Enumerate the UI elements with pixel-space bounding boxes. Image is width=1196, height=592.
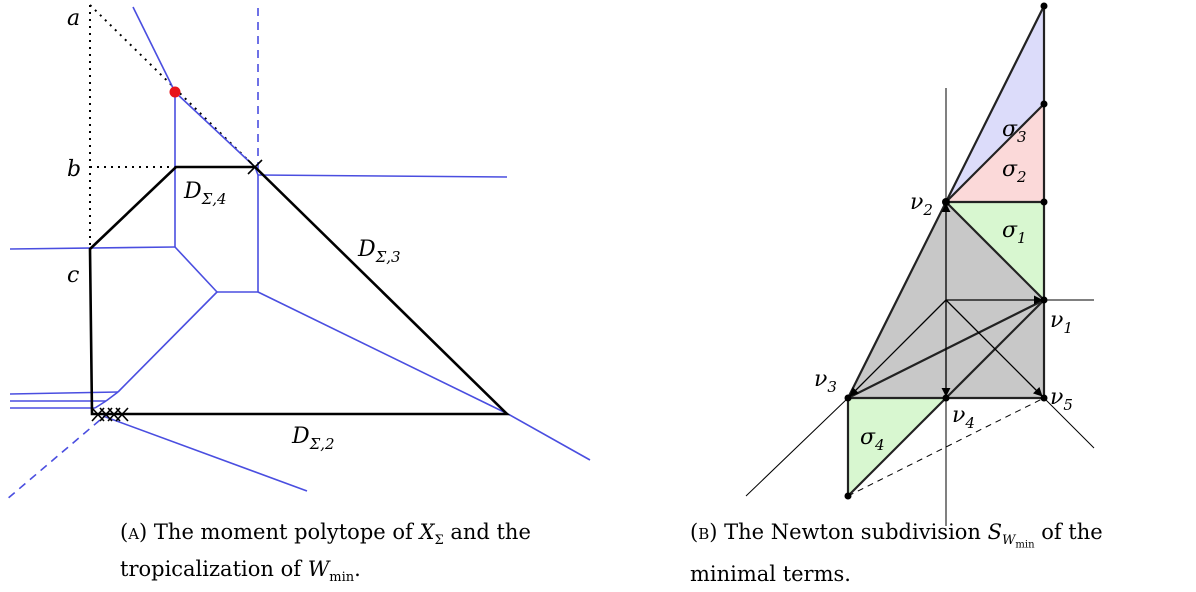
- label-sigma-1: σ1: [1002, 218, 1027, 247]
- caption-a: (a) The moment polytope of XΣ and the tr…: [120, 518, 590, 592]
- caption-a-sym-2: W: [307, 557, 330, 582]
- panel-a-diagram: a b c DΣ,4 DΣ,3 DΣ,2: [5, 4, 591, 501]
- label-nu-3: ν3: [814, 367, 837, 396]
- caption-b-sym-subsub: min: [1015, 539, 1035, 551]
- cross-marks: [91, 159, 263, 422]
- moment-polytope: [88, 165, 511, 416]
- caption-b-text-2: of the minimal terms.: [690, 520, 1103, 586]
- label-nu-2: ν2: [910, 190, 933, 219]
- caption-b-text-1: The Newton subdivision: [724, 520, 981, 544]
- caption-b-sym: S: [987, 520, 1003, 544]
- caption-a-sym-1: X: [419, 520, 435, 544]
- axis-label-b: b: [67, 157, 81, 182]
- divisor-label-d3: DΣ,3: [357, 237, 401, 266]
- dotted-guides: [89, 4, 256, 249]
- tropical-curve: [5, 6, 591, 501]
- axis-label-a: a: [67, 6, 80, 31]
- panel-b-diagram: σ3 σ2 σ1 σ4 ν1 ν2 ν3 ν4 ν5: [745, 2, 1095, 526]
- caption-a-text-2: and the tropicalization of: [120, 520, 531, 582]
- caption-a-sym-2-sub: min: [329, 570, 355, 586]
- divisor-label-d4: DΣ,4: [183, 179, 227, 208]
- caption-b-tag: (b): [690, 520, 718, 544]
- arrows: [849, 203, 1043, 397]
- label-sigma-2: σ2: [1002, 157, 1027, 186]
- caption-a-text-1: The moment polytope of: [153, 520, 413, 544]
- label-sigma-4: σ4: [860, 425, 885, 454]
- red-point: [169, 86, 181, 98]
- vertices: [844, 2, 1048, 500]
- caption-a-text-3: .: [354, 557, 361, 582]
- caption-b: (b) The Newton subdivision SWmin of the …: [690, 518, 1190, 589]
- caption-a-sym-1-sub: Σ: [434, 533, 444, 549]
- caption-a-tag: (a): [120, 520, 148, 544]
- label-sigma-3: σ3: [1002, 117, 1027, 146]
- divisor-label-d2: DΣ,2: [291, 424, 335, 453]
- caption-b-sym-sub: W: [1002, 533, 1016, 549]
- label-nu-4: ν4: [952, 403, 975, 432]
- label-nu-5: ν5: [1050, 385, 1073, 414]
- axis-label-c: c: [67, 263, 79, 288]
- label-nu-1: ν1: [1050, 308, 1073, 337]
